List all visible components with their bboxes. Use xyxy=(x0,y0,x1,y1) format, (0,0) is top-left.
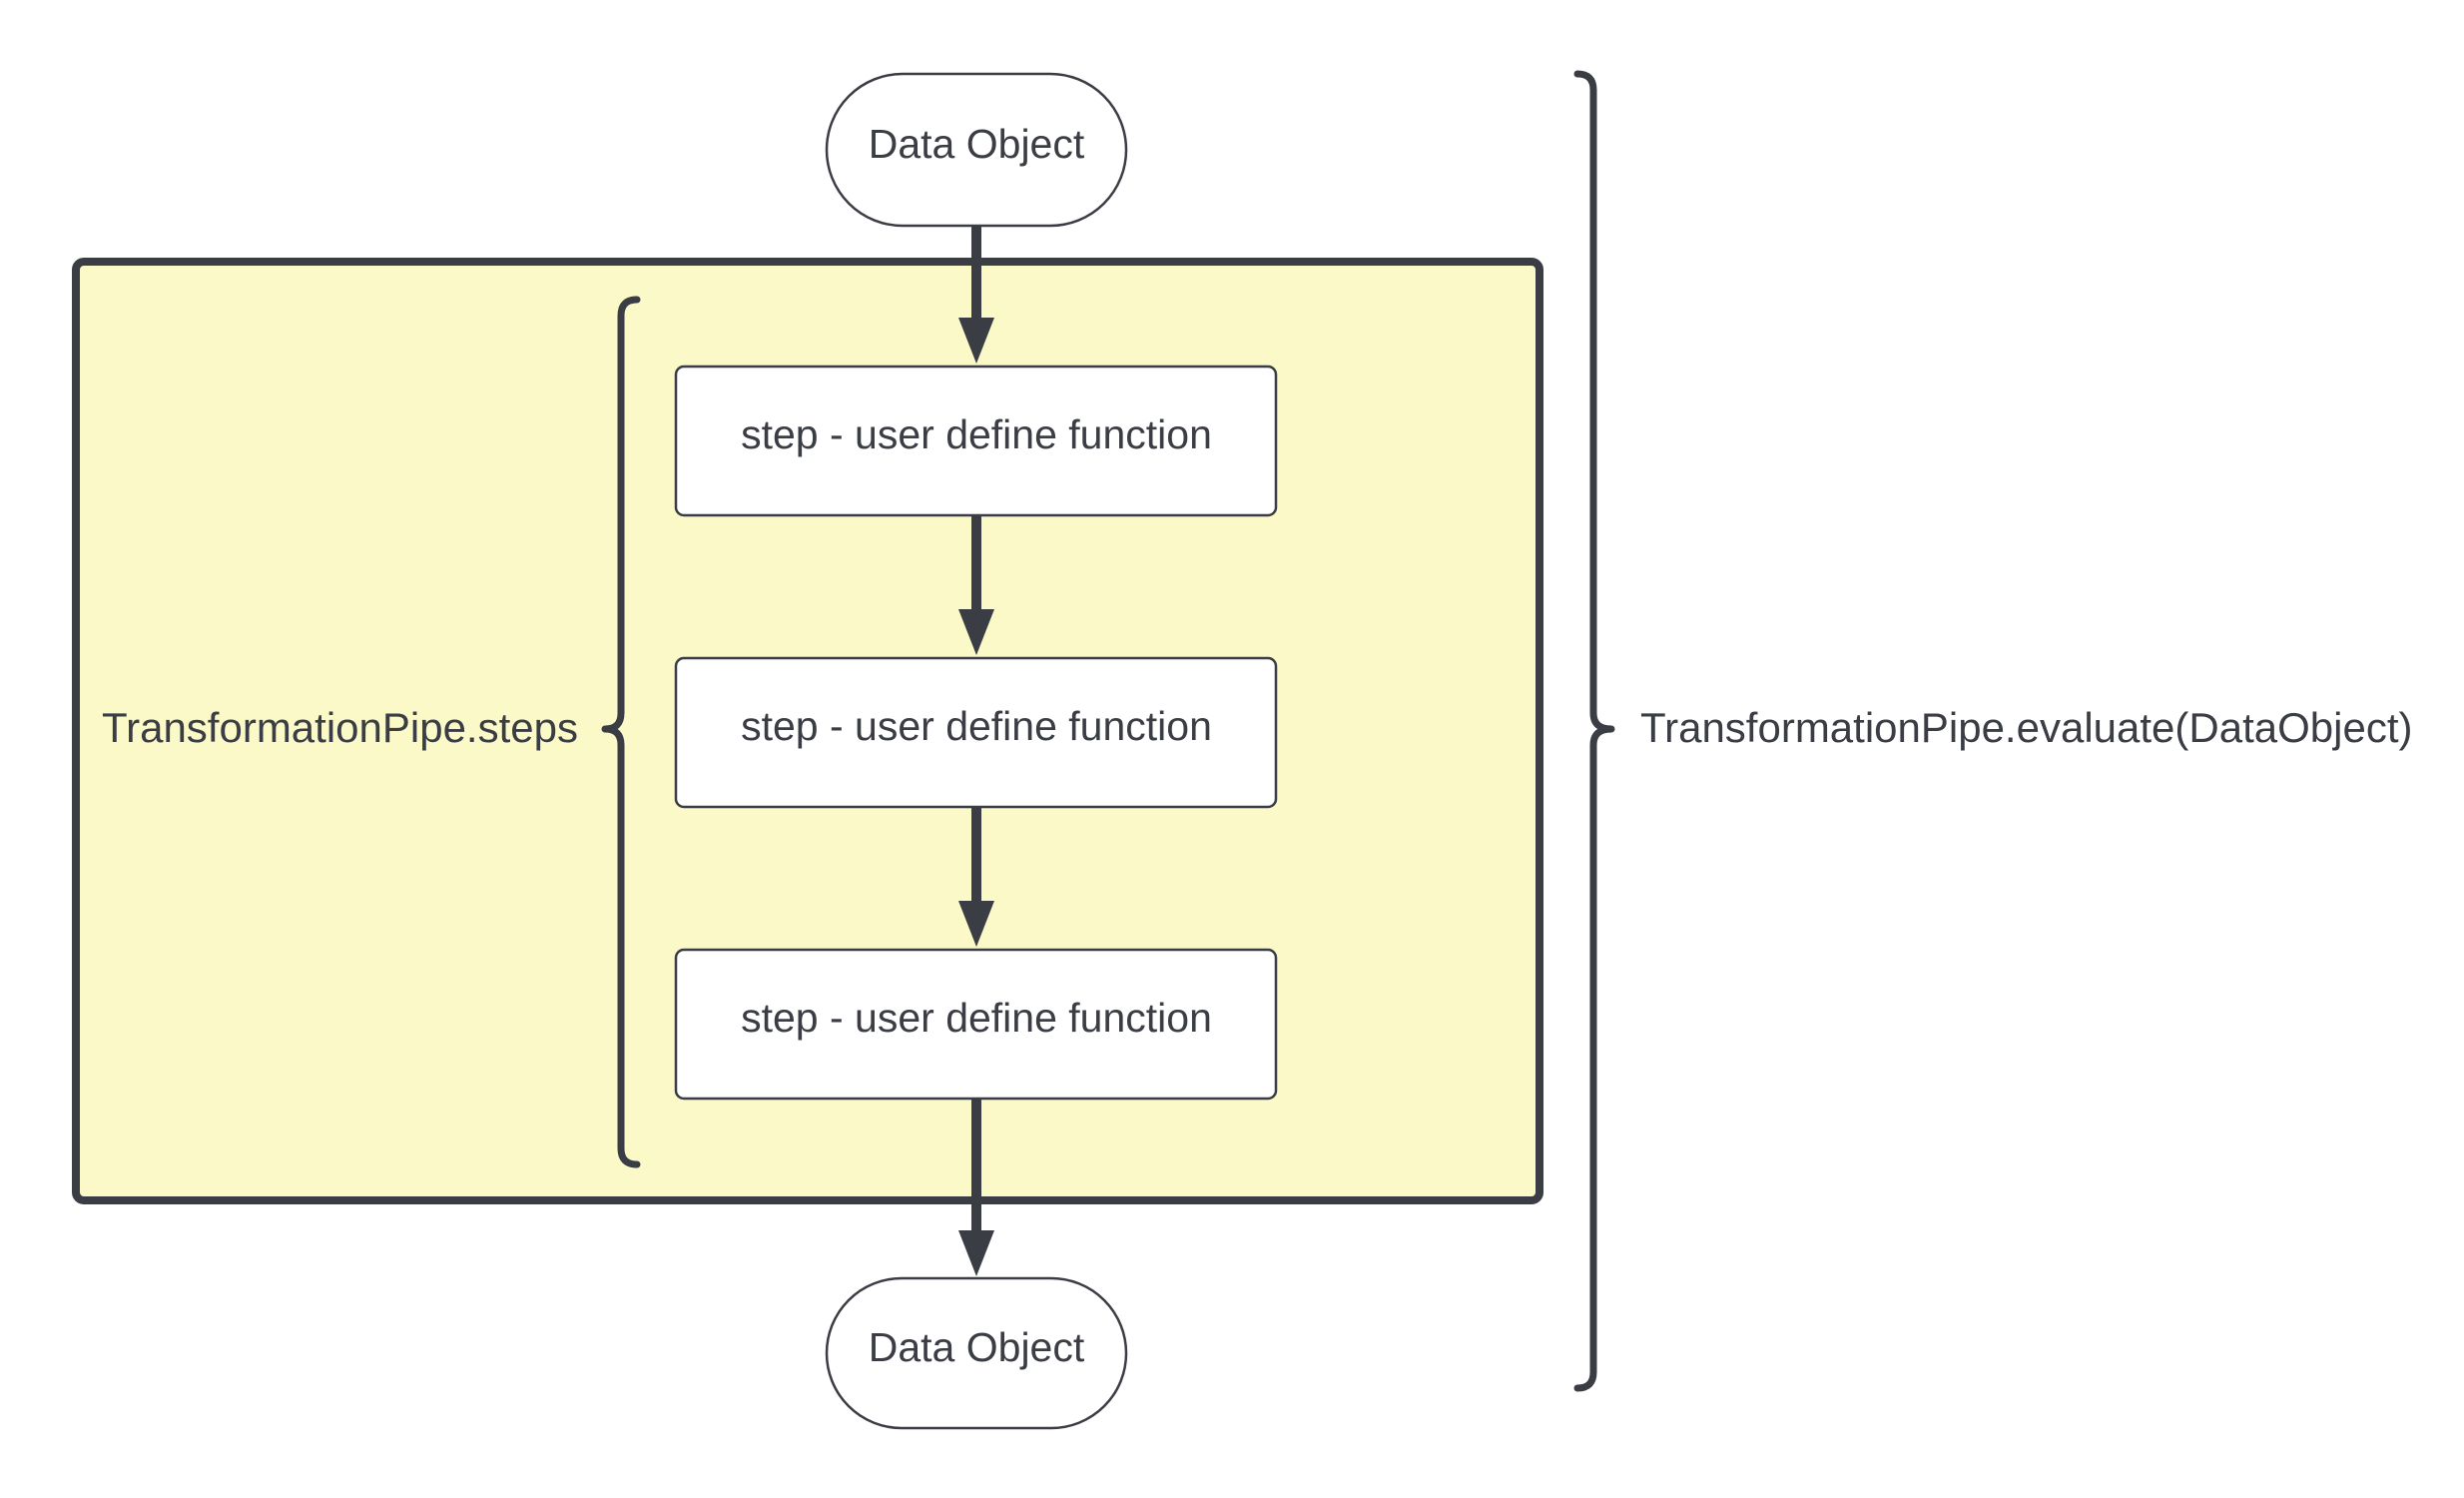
step-3-shape xyxy=(674,948,1278,1101)
arrow-start-to-step-1-head xyxy=(958,318,994,364)
arrow-step-1-to-step-2-head xyxy=(958,609,994,655)
step-2-shape xyxy=(674,656,1278,809)
step-node-3: step - user define function xyxy=(674,948,1278,1101)
end-data-object-node: Data Object xyxy=(825,1276,1128,1430)
steps-brace xyxy=(601,296,641,1168)
end-node-shape xyxy=(825,1276,1128,1430)
start-data-object-node: Data Object xyxy=(825,72,1128,228)
steps-brace-label: TransformationPipe.steps xyxy=(102,704,578,751)
arrow-step-2-to-step-3-head xyxy=(958,901,994,947)
arrow-step-3-to-end-head xyxy=(958,1230,994,1276)
step-node-2: step - user define function xyxy=(674,656,1278,809)
step-3-label: step - user define function xyxy=(741,995,1212,1041)
step-1-shape xyxy=(674,365,1278,517)
start-node-shape xyxy=(825,72,1128,228)
end-node-label: Data Object xyxy=(869,1324,1085,1370)
evaluate-brace-label: TransformationPipe.evaluate(DataObject) xyxy=(1640,704,2412,751)
start-node-label: Data Object xyxy=(869,121,1085,167)
evaluate-brace xyxy=(1573,70,1615,1392)
step-2-label: step - user define function xyxy=(741,703,1212,749)
step-1-label: step - user define function xyxy=(741,411,1212,457)
flow-arrows xyxy=(958,226,994,1276)
step-node-1: step - user define function xyxy=(674,365,1278,517)
